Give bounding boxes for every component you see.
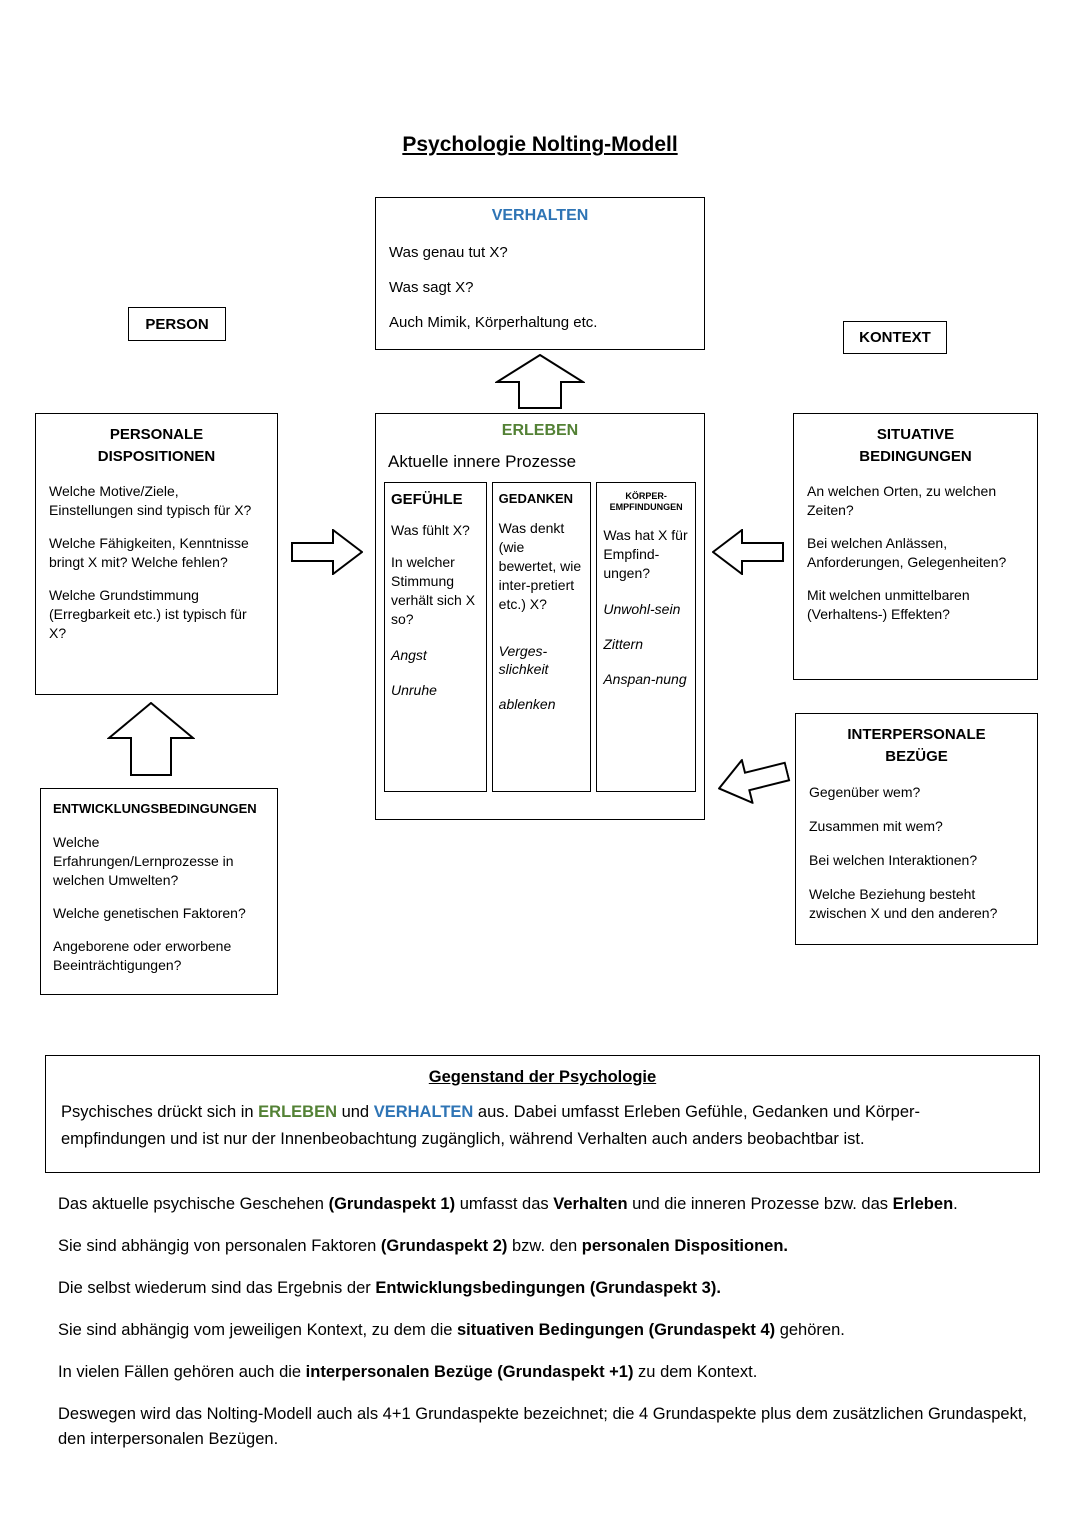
erleben-subtitle: Aktuelle innere Prozesse: [388, 452, 577, 471]
personale-paragraph: Welche Fähigkeiten, Kenntnisse bringt X …: [49, 535, 249, 570]
body-text-section: Das aktuelle psychische Geschehen (Grund…: [58, 1192, 1043, 1469]
gefuehle-column: GEFÜHLE Was fühlt X? In welcher Stimmung…: [384, 482, 487, 792]
situative-title: SITUATIVE BEDINGUNGEN: [807, 424, 1024, 468]
gegenstand-paragraph: Psychisches drückt sich in ERLEBEN und V…: [61, 1103, 921, 1148]
erleben-columns: GEFÜHLE Was fühlt X? In welcher Stimmung…: [384, 482, 696, 792]
gegenstand-summary-box: Gegenstand der Psychologie Psychisches d…: [45, 1055, 1040, 1173]
personale-title-line: DISPOSITIONEN: [97, 448, 216, 465]
arrow-situative-to-erleben: [712, 529, 784, 575]
body-paragraph: Sie sind abhängig vom jeweiligen Kontext…: [58, 1321, 845, 1339]
arrow-interpersonale-to-erleben: [713, 749, 794, 811]
gefuehle-question: In welcher Stimmung verhält sich X so?: [391, 554, 476, 627]
personale-paragraph: Welche Grundstimmung (Erregbarkeit etc.)…: [49, 587, 247, 641]
interpersonale-paragraph: Zusammen mit wem?: [809, 818, 943, 834]
entwicklung-title: ENTWICKLUNGSBEDINGUNGEN: [53, 801, 257, 816]
entwicklung-paragraph: Welche genetischen Faktoren?: [53, 905, 246, 921]
gedanken-column: GEDANKEN Was denkt (wie bewertet, wie in…: [491, 482, 592, 792]
gefuehle-example: Angst: [391, 647, 427, 663]
interpersonale-title: INTERPERSONALE BEZÜGE: [809, 724, 1024, 768]
gefuehle-question: Was fühlt X?: [391, 522, 470, 538]
body-paragraph: Deswegen wird das Nolting-Modell auch al…: [58, 1405, 1028, 1448]
verhalten-box: VERHALTEN Was genau tut X? Was sagt X? A…: [375, 197, 705, 350]
personale-dispositionen-box: PERSONALE DISPOSITIONEN Welche Motive/Zi…: [35, 413, 278, 695]
kontext-box: KONTEXT: [843, 321, 947, 354]
gegenstand-title: Gegenstand der Psychologie: [428, 1068, 657, 1086]
body-paragraph: Das aktuelle psychische Geschehen (Grund…: [58, 1195, 958, 1213]
arrow-personale-to-erleben: [291, 529, 363, 575]
situative-paragraph: An welchen Orten, zu welchen Zeiten?: [807, 483, 997, 518]
koerper-example: Anspan-nung: [603, 671, 687, 687]
koerper-empfindungen-column: KÖRPER-EMPFINDUNGEN Was hat X für Empfin…: [596, 482, 696, 792]
gefuehle-header: GEFÜHLE: [391, 491, 463, 508]
interpersonale-paragraph: Welche Beziehung besteht zwischen X und …: [809, 886, 998, 921]
page-title: Psychologie Nolting-Modell: [402, 133, 678, 156]
personale-title-line: PERSONALE: [109, 426, 204, 443]
verhalten-title: VERHALTEN: [491, 207, 589, 224]
body-paragraph: Die selbst wiederum sind das Ergebnis de…: [58, 1279, 721, 1297]
gedanken-question: Was denkt (wie bewertet, wie inter-preti…: [498, 520, 582, 612]
interpersonale-bezuege-box: INTERPERSONALE BEZÜGE Gegenüber wem? Zus…: [795, 713, 1038, 945]
erleben-box: ERLEBEN Aktuelle innere Prozesse GEFÜHLE…: [375, 413, 705, 820]
personale-paragraph: Welche Motive/Ziele, Einstellungen sind …: [49, 483, 252, 518]
situative-paragraph: Bei welchen Anlässen, Anforderungen, Gel…: [807, 535, 1007, 570]
koerper-example: Zittern: [603, 636, 644, 652]
entwicklung-paragraph: Angeborene oder erworbene Beeinträchtigu…: [53, 938, 232, 973]
koerper-question: Was hat X für Empfind-ungen?: [603, 527, 688, 581]
interpersonale-paragraph: Bei welchen Interaktionen?: [809, 852, 978, 868]
situative-title-line: BEDINGUNGEN: [859, 448, 972, 465]
interpersonale-paragraph: Gegenüber wem?: [809, 784, 921, 800]
gedanken-header: GEDANKEN: [498, 491, 574, 506]
interpersonale-title-line: BEZÜGE: [885, 748, 948, 765]
entwicklungsbedingungen-box: ENTWICKLUNGSBEDINGUNGEN Welche Erfahrung…: [40, 788, 278, 995]
entwicklung-paragraph: Welche Erfahrungen/Lernprozesse in welch…: [53, 834, 234, 888]
situative-title-line: SITUATIVE: [876, 426, 955, 443]
verhalten-line: Auch Mimik, Körperhaltung etc.: [389, 314, 598, 331]
verhalten-line: Was sagt X?: [389, 279, 474, 296]
arrow-erleben-to-verhalten: [495, 354, 585, 410]
gedanken-example: ablenken: [498, 696, 556, 712]
situative-paragraph: Mit welchen unmittelbaren (Verhaltens-) …: [807, 587, 970, 622]
gefuehle-example: Unruhe: [391, 682, 437, 698]
body-paragraph: Sie sind abhängig von personalen Faktore…: [58, 1237, 789, 1255]
koerper-example: Unwohl-sein: [603, 601, 681, 617]
koerper-header: KÖRPER-EMPFINDUNGEN: [609, 491, 683, 512]
person-box: PERSON: [128, 307, 226, 341]
interpersonale-title-line: INTERPERSONALE: [847, 726, 986, 743]
arrow-entwicklung-to-personale: [107, 702, 195, 777]
body-paragraph: In vielen Fällen gehören auch die interp…: [58, 1363, 758, 1381]
gedanken-example: Verges-slichkeit: [498, 643, 549, 677]
personale-title: PERSONALE DISPOSITIONEN: [49, 424, 264, 468]
erleben-title: ERLEBEN: [501, 422, 579, 439]
situative-bedingungen-box: SITUATIVE BEDINGUNGEN An welchen Orten, …: [793, 413, 1038, 680]
verhalten-line: Was genau tut X?: [389, 244, 508, 261]
